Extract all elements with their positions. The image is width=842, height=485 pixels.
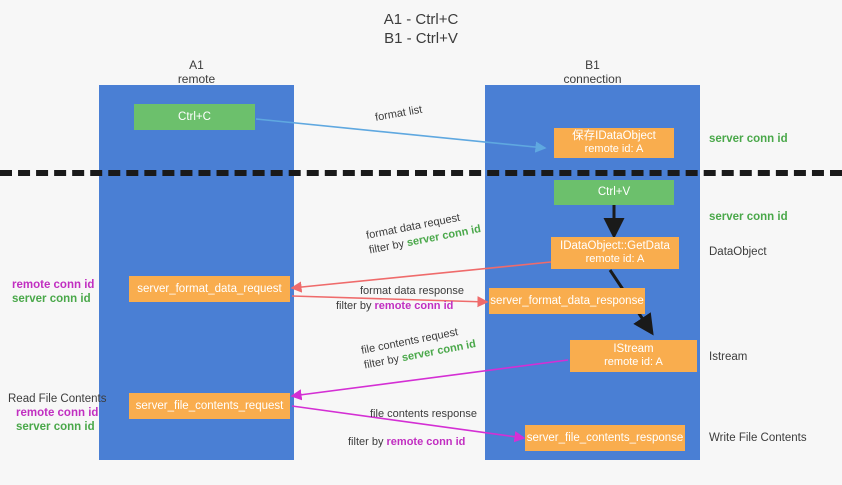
node-ctrl-v[interactable]: Ctrl+V: [554, 180, 674, 205]
node-ctrl-c-label: Ctrl+C: [178, 110, 211, 123]
node-server-format-data-request[interactable]: server_format_data_request: [129, 276, 290, 302]
left-label-remote-conn-id-2: remote conn id: [16, 407, 99, 419]
filter-prefix: filter by: [348, 436, 387, 448]
column-header-a1: A1 remote: [99, 58, 294, 86]
column-b1-name: B1: [585, 58, 600, 72]
column-a1-name: A1: [189, 58, 204, 72]
left-label-read-file-contents: Read File Contents: [8, 393, 107, 405]
column-b1-sub: connection: [563, 72, 622, 86]
filter-prefix: filter by: [336, 300, 375, 312]
label-dataobject: DataObject: [709, 246, 767, 258]
edge-label-format-data-request: format data request filter by server con…: [365, 207, 482, 258]
node-server-file-contents-response-label: server_file_contents_response: [526, 431, 684, 444]
edge-label-format-data-response: format data response filter by remote co…: [336, 284, 464, 314]
filter-value-remote-conn-id: remote conn id: [374, 300, 454, 312]
node-istream[interactable]: IStream remote id: A: [570, 340, 697, 372]
node-save-idataobject-sub: remote id: A: [584, 143, 644, 155]
column-header-b1: B1 connection: [485, 58, 700, 86]
node-server-file-contents-response[interactable]: server_file_contents_response: [525, 425, 685, 451]
node-getdata-label: IDataObject::GetData: [560, 240, 670, 252]
edge-label-file-contents-request: file contents request filter by server c…: [360, 322, 477, 373]
page-title: A1 - Ctrl+C B1 - Ctrl+V: [0, 10, 842, 48]
node-save-idataobject[interactable]: 保存IDataObject remote id: A: [554, 128, 674, 158]
edge-label-format-list-text: format list: [374, 103, 424, 124]
edge-label-file-contents-response-line1: file contents response: [370, 408, 478, 420]
filter-value-remote-conn-id: remote conn id: [386, 436, 466, 448]
node-server-file-contents-request-label: server_file_contents_request: [135, 399, 284, 412]
label-istream: Istream: [709, 351, 748, 363]
column-a1-sub: remote: [177, 72, 216, 86]
left-label-group-1: remote conn id server conn id: [12, 278, 94, 306]
edge-label-file-contents-response: file contents response filter by remote …: [348, 407, 477, 450]
left-label-server-conn-id-1: server conn id: [12, 293, 91, 305]
left-label-remote-conn-id-1: remote conn id: [12, 279, 95, 291]
left-label-group-2: Read File Contents remote conn id server…: [8, 392, 106, 434]
left-label-server-conn-id-2: server conn id: [16, 421, 95, 433]
node-server-format-data-request-label: server_format_data_request: [137, 282, 282, 295]
edge-label-format-data-response-line2: filter by remote conn id: [336, 299, 464, 314]
node-server-file-contents-request[interactable]: server_file_contents_request: [129, 393, 290, 419]
node-server-format-data-response-label: server_format_data_response: [490, 294, 644, 307]
dashed-divider: [0, 170, 842, 176]
edge-label-format-data-response-line1: format data response: [360, 285, 464, 297]
label-server-conn-id-top: server conn id: [709, 133, 788, 145]
label-write-file-contents: Write File Contents: [709, 432, 807, 444]
node-getdata-sub: remote id: A: [585, 253, 645, 265]
node-istream-sub: remote id: A: [604, 356, 663, 368]
title-line-2: B1 - Ctrl+V: [384, 30, 458, 47]
title-line-1: A1 - Ctrl+C: [383, 11, 459, 28]
edge-label-file-contents-response-line2: filter by remote conn id: [348, 422, 477, 450]
node-ctrl-v-label: Ctrl+V: [597, 186, 631, 198]
edge-label-format-list: format list: [374, 103, 424, 126]
node-istream-label: IStream: [613, 343, 654, 355]
node-save-idataobject-label: 保存IDataObject: [572, 130, 656, 142]
node-ctrl-c[interactable]: Ctrl+C: [134, 104, 255, 130]
node-server-format-data-response[interactable]: server_format_data_response: [489, 288, 645, 314]
label-server-conn-id-mid: server conn id: [709, 211, 788, 223]
node-getdata[interactable]: IDataObject::GetData remote id: A: [551, 237, 679, 269]
